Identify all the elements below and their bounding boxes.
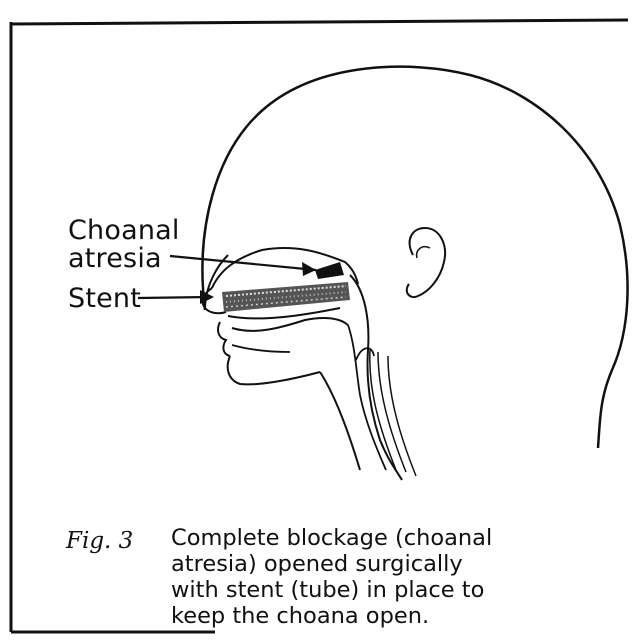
label-stent: Stent <box>68 285 141 312</box>
head-outline <box>203 67 628 448</box>
arrow-stent <box>138 290 214 304</box>
figure-number: Fig. 3 <box>66 528 133 554</box>
caption-line: keep the choana open. <box>171 603 631 629</box>
lips <box>218 322 230 356</box>
ear-inner <box>417 247 430 258</box>
trachea-line-3 <box>388 356 416 476</box>
tongue <box>232 318 348 331</box>
arrow-choanal-atresia <box>170 256 316 276</box>
chin <box>228 356 320 384</box>
stent-tube <box>222 282 350 312</box>
figure-caption: Complete blockage (choanal atresia) open… <box>171 525 631 629</box>
epiglottis <box>356 348 374 360</box>
label-atresia: atresia <box>68 245 162 272</box>
label-choanal: Choanal <box>68 217 180 244</box>
neck-front <box>320 372 360 470</box>
mouth-line <box>232 345 290 352</box>
trachea-line-1 <box>370 350 396 470</box>
caption-line: atresia) opened surgically <box>171 551 631 577</box>
atresia-wedge <box>315 262 344 279</box>
ear-icon <box>407 228 445 297</box>
trachea-line-2 <box>378 352 406 472</box>
caption-line: Complete blockage (choanal <box>171 525 631 551</box>
caption-line: with stent (tube) in place to <box>171 577 631 603</box>
frame-border-top <box>12 20 628 24</box>
